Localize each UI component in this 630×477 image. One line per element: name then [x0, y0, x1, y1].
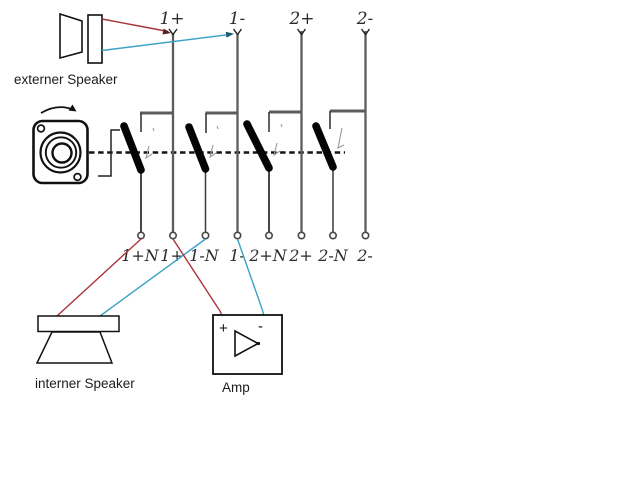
connector-center-hole: [51, 142, 73, 164]
wire-ext-speaker-to-1minus: [101, 33, 233, 52]
bottom-terminal-circles: [137, 231, 370, 240]
terminal-1plusN: [137, 231, 146, 240]
bottom-label-2minus: 2-: [356, 246, 373, 265]
internal-speaker-label: interner Speaker: [35, 376, 135, 391]
chevron-1plus: [168, 28, 178, 36]
amp-triangle-icon: [234, 329, 260, 358]
switch-lever-1: [120, 122, 145, 174]
wire-1plusN-to-int-speaker: [56, 238, 142, 317]
terminal-1minus: [233, 231, 242, 240]
connector-screw-top-left: [36, 124, 46, 133]
external-speaker-label: externer Speaker: [14, 72, 118, 87]
wire-1minusN-to-int-speaker: [99, 238, 206, 317]
bottom-label-1plus: 1+: [160, 246, 184, 265]
amp-triangle-dot: [256, 341, 261, 346]
top-label-1minus: 1-: [229, 9, 246, 29]
amp-box: [212, 314, 283, 375]
connector-mid-ring: [44, 136, 78, 169]
external-speaker-driver: [87, 14, 103, 64]
internal-speaker-frame: [37, 315, 120, 333]
top-terminal-chevrons: [168, 28, 371, 36]
chevron-2plus: [296, 28, 307, 36]
chevron-2minus: [360, 28, 371, 36]
internal-speaker-icon: [35, 315, 120, 364]
terminal-1plus: [169, 231, 178, 240]
bottom-label-1plusN: 1+N: [121, 246, 160, 265]
sketch-marks: [145, 123, 345, 160]
top-label-1plus: 1+: [159, 9, 184, 29]
connector-screw-bottom-right: [73, 172, 82, 182]
terminal-1minusN: [201, 231, 210, 240]
actuator-bracket: [98, 129, 120, 177]
internal-speaker-cone: [35, 331, 114, 364]
rotation-arrowhead: [68, 104, 77, 112]
wire-arrowhead-1plus: [162, 28, 171, 35]
top-label-2plus: 2+: [288, 9, 314, 29]
terminal-2minus: [361, 231, 370, 240]
amp-minus-sign: -: [258, 318, 263, 335]
amp-plus-sign: +: [219, 320, 228, 337]
external-speaker-icon: [59, 12, 103, 64]
bottom-label-2minusN: 2-N: [317, 246, 349, 265]
switch-lever-2: [185, 123, 210, 173]
bottom-label-1minus: 1-: [229, 246, 245, 265]
wire-ext-speaker-to-1plus: [101, 18, 169, 33]
switch-lever-3: [243, 120, 273, 172]
amp-label: Amp: [222, 380, 250, 395]
chevron-1minus: [232, 28, 243, 36]
bottom-label-1minusN: 1-N: [189, 246, 220, 265]
top-label-2minus: 2-: [356, 9, 374, 29]
bottom-label-2plus: 2+: [288, 246, 313, 265]
wire-arrowhead-1minus: [225, 31, 234, 38]
speakon-connector-icon: [32, 119, 89, 185]
switch-lever-4: [312, 122, 337, 171]
bottom-label-2plusN: 2+N: [248, 246, 288, 265]
connector-outer-ring: [39, 131, 82, 174]
terminal-2minusN: [328, 231, 337, 240]
external-speaker-horn: [59, 12, 83, 60]
terminal-2plus: [297, 231, 306, 240]
terminal-2plusN: [264, 231, 273, 240]
